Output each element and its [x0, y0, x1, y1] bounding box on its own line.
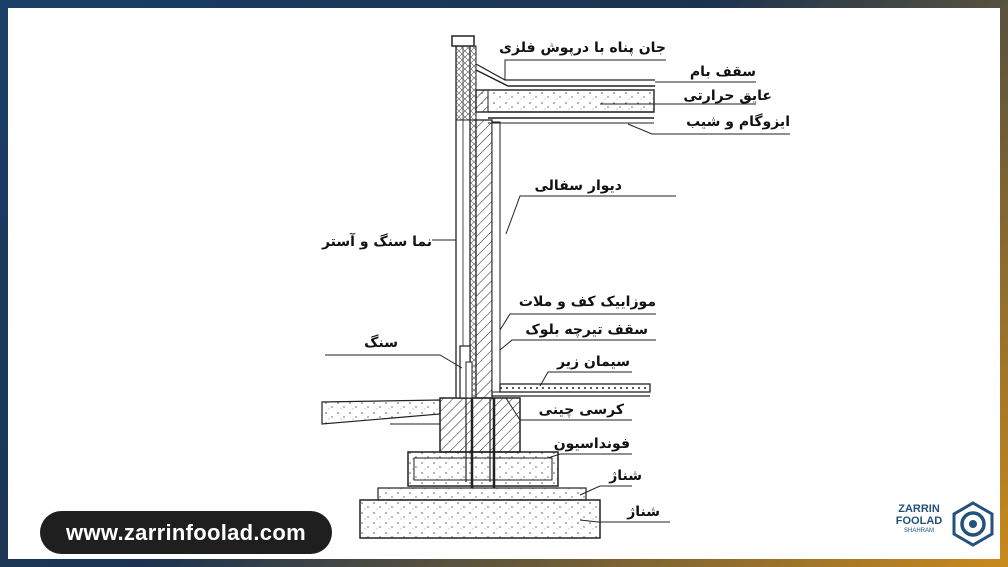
- metal-flashing: [475, 63, 655, 81]
- label-footing-2: شناژ: [626, 504, 660, 520]
- footing-lower: [359, 499, 601, 539]
- foundation-beam: [407, 451, 559, 487]
- zarrin-foolad-logo: ZARRIN FOOLAD SHAHRAM: [886, 495, 998, 555]
- label-foundation: فونداسیون: [554, 436, 630, 452]
- logo-line-3: SHAHRAM: [903, 528, 934, 534]
- logo-line-1: ZARRIN: [898, 503, 940, 515]
- logo-wordmark: ZARRIN FOOLAD SHAHRAM: [886, 503, 952, 535]
- diagram-frame: جان پناه با درپوش فلزی سقف بام عایق حرار…: [8, 8, 1000, 559]
- plinth: [439, 397, 521, 453]
- label-isogam: ایزوگام و شیب: [686, 113, 790, 130]
- wall-section-diagram: جان پناه با درپوش فلزی سقف بام عایق حرار…: [321, 35, 790, 539]
- label-clay-wall: دیوار سفالی: [535, 178, 622, 194]
- label-plinth: کرسی چینی: [539, 402, 625, 418]
- label-stone-facade: نما سنگ و آستر: [321, 232, 432, 250]
- footing-upper: [377, 487, 587, 501]
- label-stone: سنگ: [364, 334, 398, 351]
- website-badge[interactable]: www.zarrinfoolad.com: [40, 511, 332, 554]
- logo-line-2: FOOLAD: [895, 515, 943, 527]
- parapet-cap: [451, 35, 475, 47]
- label-mosaic: موزاییک کف و ملات: [519, 294, 656, 310]
- roof-slab: [475, 89, 655, 113]
- leader-lines: [325, 59, 790, 523]
- label-parapet: جان پناه با درپوش فلزی: [499, 40, 666, 56]
- hex-bolt-icon: [952, 501, 994, 547]
- clay-wall: [475, 119, 493, 399]
- label-footing-1: شناژ: [608, 468, 642, 484]
- ground-slab: [321, 399, 441, 425]
- label-roof: سقف بام: [690, 64, 756, 80]
- label-insulation: عایق حرارتی: [683, 88, 772, 104]
- label-block-ceiling: سقف تیرچه بلوک: [525, 322, 648, 338]
- label-cement: سیمان زیر: [556, 354, 630, 370]
